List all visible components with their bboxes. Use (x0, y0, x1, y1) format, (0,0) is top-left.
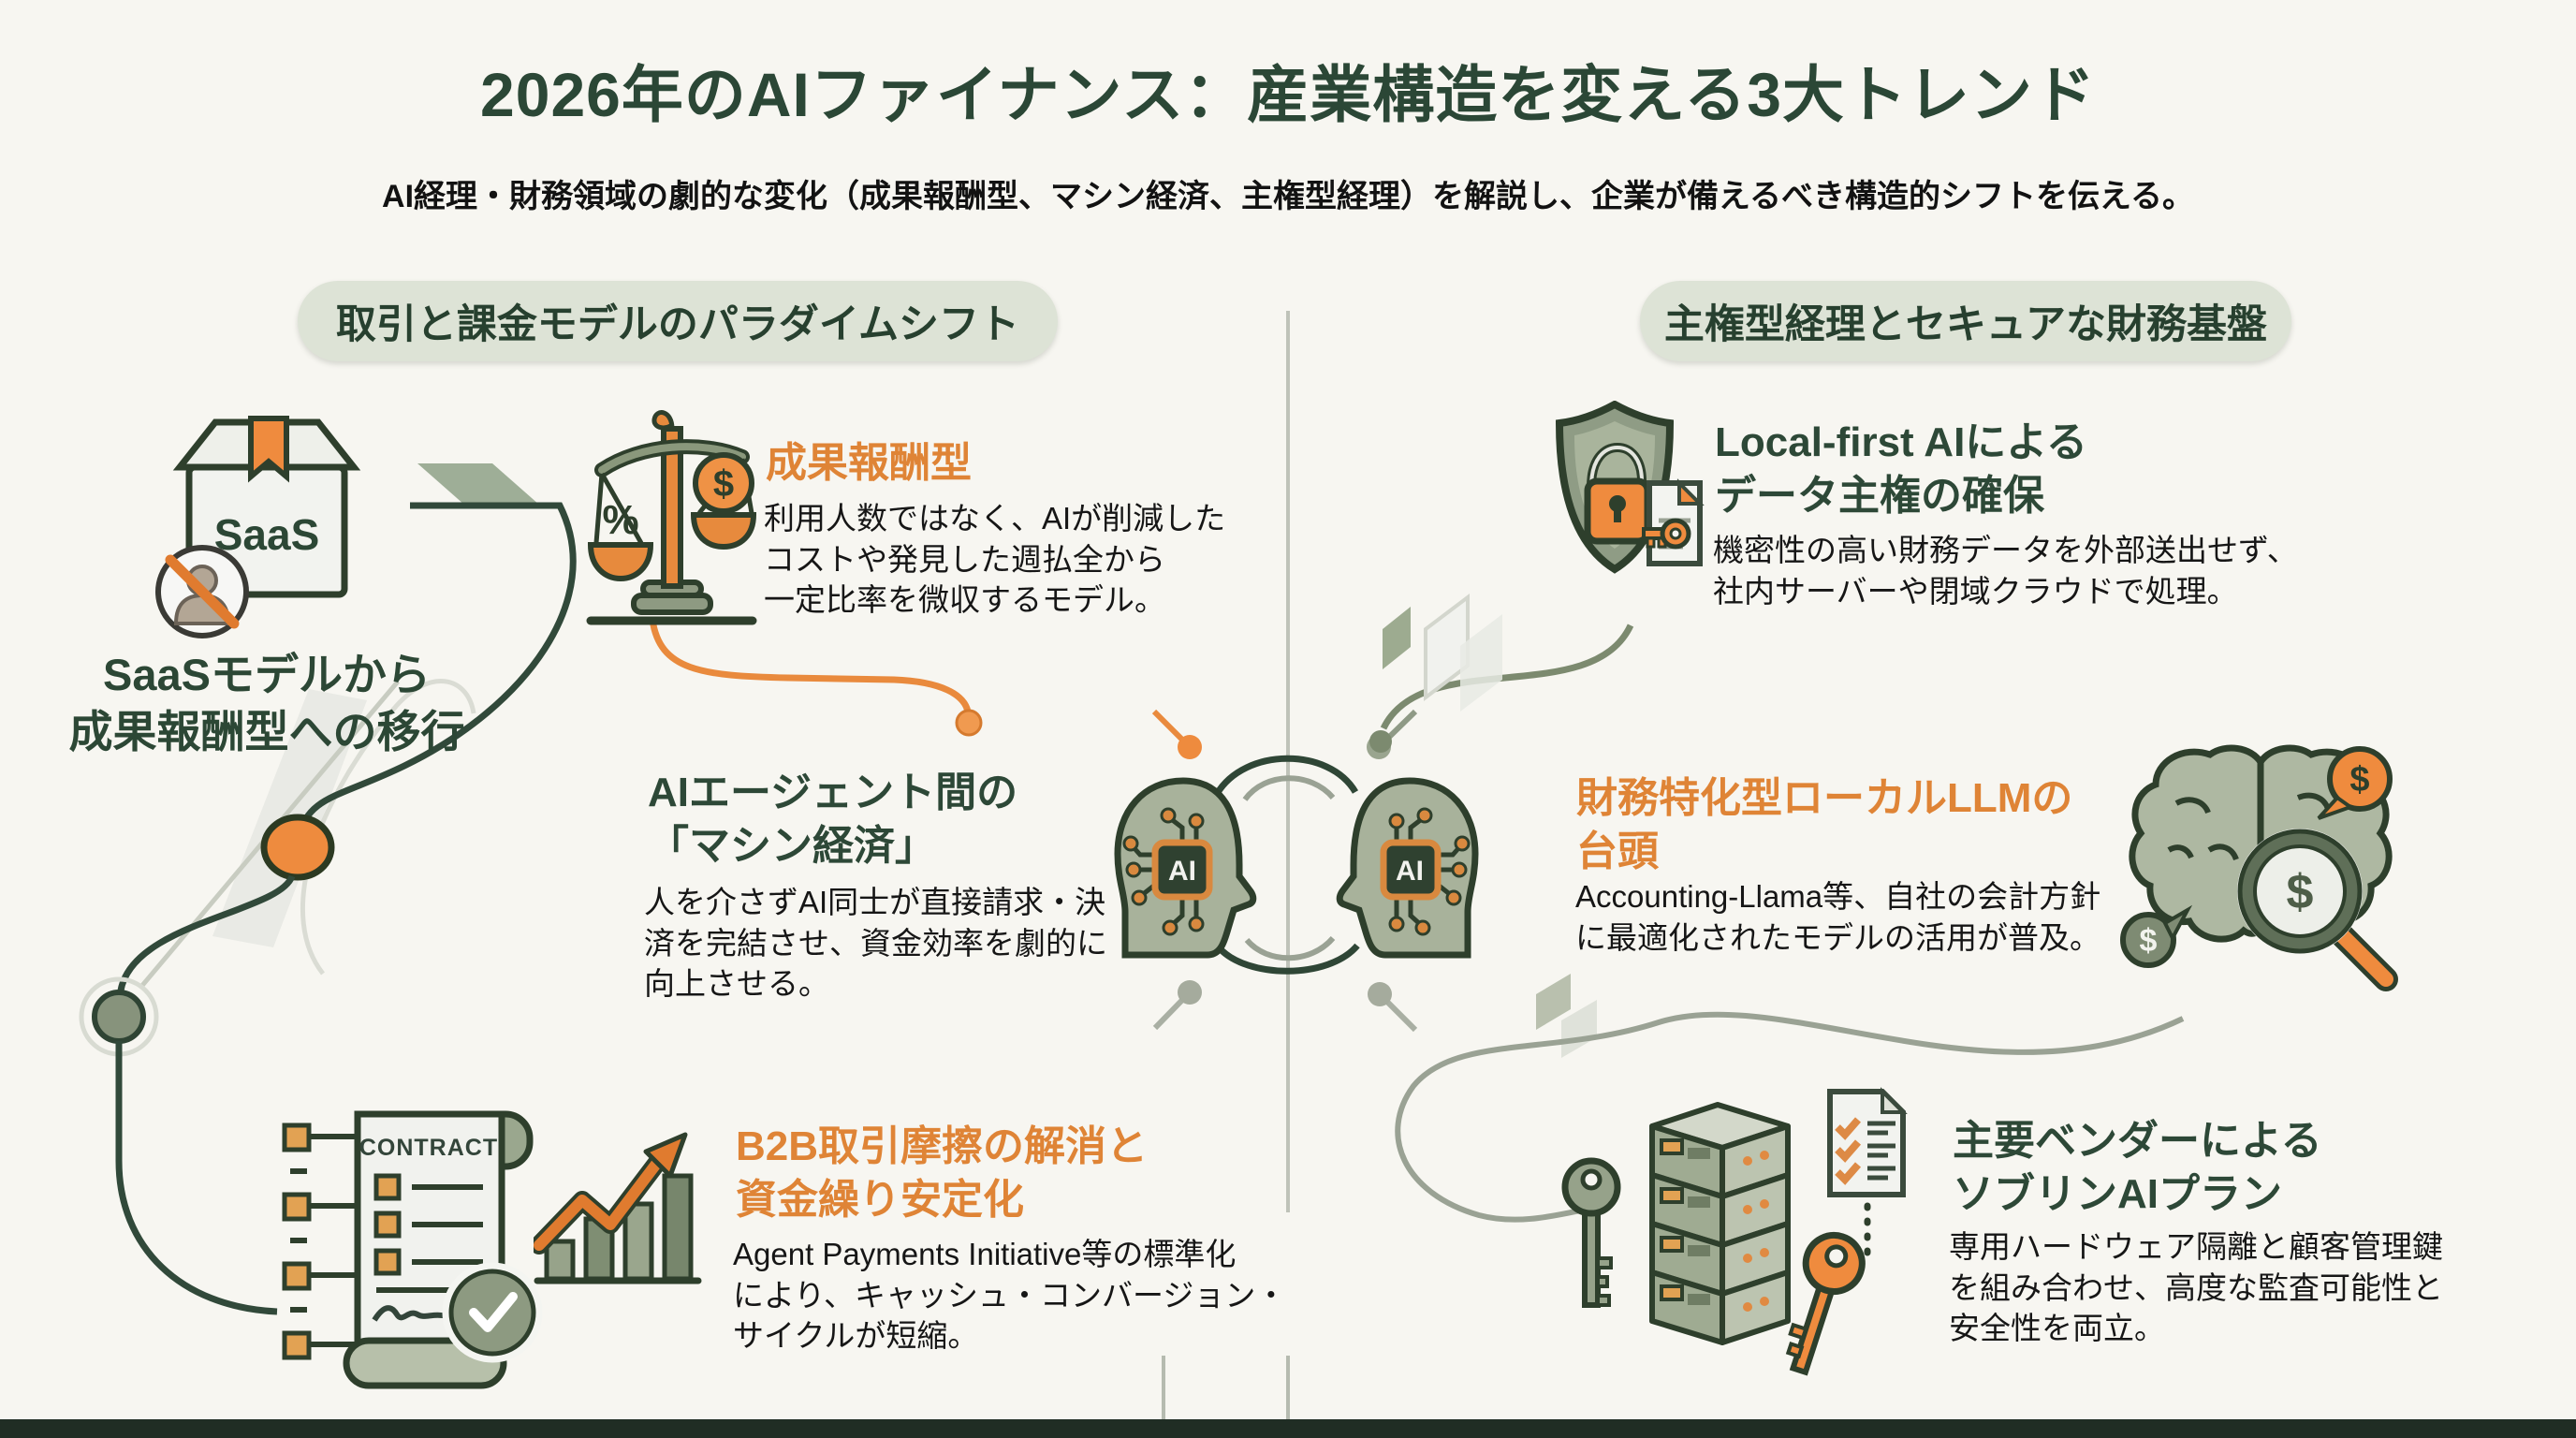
flow-line-mid (117, 874, 296, 991)
orange-curve-dot (955, 709, 983, 737)
llm-body: Accounting-Llama等、自社の会計方針 に最適化されたモデルの活用が… (1575, 879, 2101, 955)
orange-curve (649, 619, 972, 713)
ai-head-left-icon: AI (1114, 777, 1257, 959)
balance-scale-icon: % $ (586, 410, 757, 625)
ai-head-right-icon: AI (1336, 777, 1479, 959)
dot-top-left (1178, 735, 1202, 759)
contract-icon: CONTRACT (343, 1110, 543, 1389)
diamond-outline (1424, 593, 1470, 702)
diamond-solid (1383, 607, 1411, 669)
exchange-arc-top-dark (1214, 755, 1359, 796)
diamond-light (1460, 614, 1502, 712)
localfirst-body: 機密性の高い財務データを外部送出せず、 社内サーバーや閉域クラウドで処理。 (1713, 533, 2298, 609)
server-stack-icon (1561, 1087, 1908, 1376)
speech-bubble-dollar-green: $ (2120, 904, 2193, 968)
brain-icon: $ $ $ (2120, 744, 2398, 991)
grey-node (92, 990, 146, 1044)
dot-bottom-right (1368, 982, 1392, 1006)
machine-economy-heading: AIエージェント間の 「マシン経済」 (648, 770, 1018, 870)
badge-right: 主権型経理とセキュアな財務基盤 (1640, 281, 2291, 361)
flow-line-saas-down (295, 502, 577, 840)
magnifier-icon: $ (2237, 829, 2398, 991)
exchange-arc-bottom-dark (1216, 943, 1360, 975)
machine-economy-body: 人を介さずAI同士が直接請求・決 済を完結させ、資金効率を劇的に 向上させる。 (644, 885, 1107, 1002)
localfirst-heading: Local-first AIによる データ主権の確保 (1715, 419, 2087, 520)
flow-line-to-contract (115, 1041, 278, 1315)
no-user-icon (155, 545, 249, 638)
page-title: 2026年のAIファイナンス：産業構造を変える3大トレンド (480, 60, 2096, 129)
bottom-bar (0, 1419, 2576, 1438)
ai-chip-label-right: AI (1396, 856, 1424, 887)
chevron-shape (417, 463, 539, 505)
b2b-body: Agent Payments Initiative等の標準化 により、キャッシュ… (733, 1237, 1287, 1354)
shield-lock-icon (1556, 401, 1705, 574)
ai-chip-label-left: AI (1168, 856, 1196, 887)
faint-outline-curve (300, 679, 476, 976)
sovereign-body: 専用ハードウェア隔離と顧客管理鍵 を組み合わせ、高度な監査可能性と 安全性を両立… (1949, 1229, 2443, 1346)
exchange-arc-top-grey (1242, 775, 1336, 801)
green-key-icon (1561, 1157, 1621, 1308)
green-curve (1380, 624, 1634, 730)
orange-node (260, 814, 335, 881)
saas-caption: SaaSモデルから 成果報酬型への移行 (68, 650, 465, 757)
dollar-glyph-magnifier: $ (2287, 865, 2314, 919)
exchange-arc-bottom-grey (1244, 935, 1336, 961)
orange-key-icon (1785, 1231, 1866, 1376)
speech-bubble-dollar-orange: $ (2317, 746, 2393, 820)
growth-chart-icon (534, 1132, 702, 1284)
percent-glyph: % (602, 497, 638, 543)
b2b-heading: B2B取引摩擦の解消と 資金繰り安定化 (736, 1123, 1149, 1224)
dot-bottom-left (1178, 980, 1202, 1005)
page-subtitle: AI経理・財務領域の劇的な変化（成果報酬型、マシン経済、主権型経理）を解説し、企… (382, 179, 2194, 214)
checklist-doc-icon (1827, 1087, 1908, 1266)
performance-body: 利用人数ではなく、AIが削減した コストや発見した週払全から 一定比率を微収する… (764, 501, 1226, 618)
grey-curve-brain-server (1395, 1011, 2185, 1223)
saas-box-label: SaaS (214, 510, 320, 559)
sovereign-heading: 主要ベンダーによる ソブリンAIプラン (1953, 1118, 2322, 1218)
llm-heading: 財務特化型ローカルLLMの 台頭 (1576, 775, 2073, 875)
green-curve-dot (1369, 730, 1392, 753)
dollar-glyph-orange-bubble: $ (2349, 760, 2369, 800)
dollar-coin-glyph: $ (713, 463, 734, 505)
contract-label: CONTRACT (359, 1135, 498, 1161)
badge-left: 取引と課金モデルのパラダイムシフト (298, 281, 1058, 361)
dollar-glyph-green-bubble: $ (2140, 923, 2158, 959)
small-key-icon (1642, 518, 1691, 550)
diamond-lower-solid (1536, 974, 1571, 1030)
performance-heading: 成果報酬型 (766, 440, 972, 486)
